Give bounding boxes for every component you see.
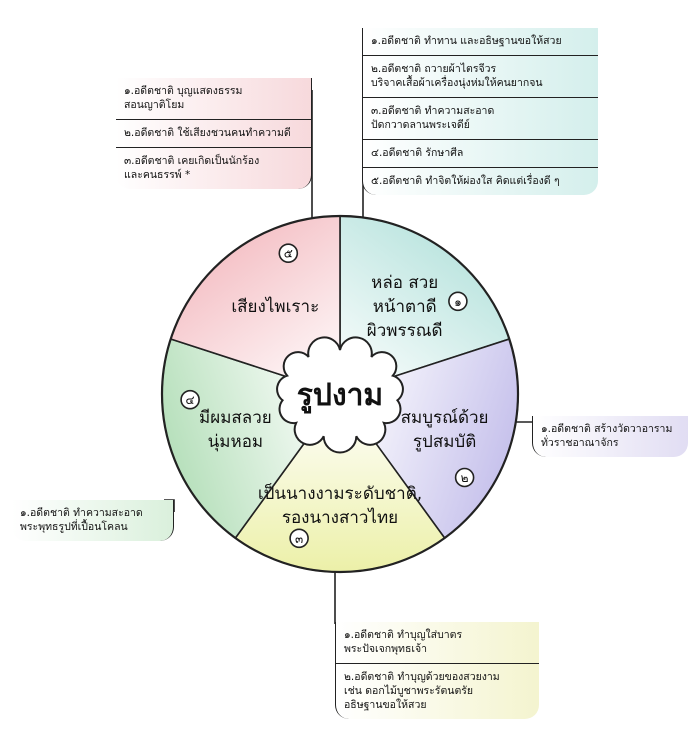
segment-number: ๑ — [454, 295, 462, 309]
center-label: รูปงาม — [297, 378, 383, 414]
segment-number: ๔ — [186, 393, 195, 407]
segment-number: ๕ — [284, 247, 293, 261]
merit-box-4: ๑.อดีตชาติ ทำความสะอาด พระพุทธรูปที่เปื้… — [12, 500, 174, 541]
segment-number: ๒ — [461, 471, 469, 485]
merit-box-2: ๑.อดีตชาติ สร้างวัดวาอาราม ทั่วราชอาณาจั… — [532, 416, 688, 457]
merit-item: ๓.อดีตชาติ ทำความสะอาด ปัดกวาดลานพระเจดี… — [363, 98, 598, 140]
segment-number-badge — [180, 389, 200, 410]
merit-item: ๑.อดีตชาติ ทำบุญใส่บาตร พระปัจเจกพุทธเจ้… — [336, 622, 539, 664]
segment-number-badge — [448, 291, 468, 312]
segment-label: หล่อ สวย — [371, 273, 438, 293]
segment-number: ๓ — [295, 532, 303, 546]
segment-label: รองนางสาวไทย — [282, 507, 398, 528]
merit-item: ๑.อดีตชาติ ทำทาน และอธิษฐานขอให้สวย — [363, 28, 598, 56]
segment-label: มีผมสลวย — [199, 408, 272, 428]
merit-item: ๑.อดีตชาติ บุญแสดงธรรม สอนญาติโยม — [116, 78, 311, 120]
segment-label: เสียงไพเราะ — [231, 296, 319, 317]
center-cloud: รูปงาม — [276, 336, 404, 454]
merit-item: ๕.อดีตชาติ ทำจิตให้ผ่องใส คิดแต่เรื่องดี… — [371, 175, 560, 187]
merit-item: ๑.อดีตชาติ ทำความสะอาด พระพุทธรูปที่เปื้… — [20, 507, 143, 533]
cloud-shape — [276, 336, 404, 454]
wheel-rim — [160, 214, 520, 574]
segment-label: นุ่มหอม — [208, 432, 263, 452]
segment-label: รูปสมบัติ — [413, 432, 476, 452]
merit-item: ๔.อดีตชาติ รักษาศีล — [363, 140, 598, 168]
merit-box-3: ๑.อดีตชาติ ทำบุญใส่บาตร พระปัจเจกพุทธเจ้… — [335, 622, 539, 719]
segment-label: สมบูรณ์ด้วย — [401, 408, 489, 428]
merit-item: ๑.อดีตชาติ สร้างวัดวาอาราม ทั่วราชอาณาจั… — [541, 423, 673, 449]
segment-number-badge — [289, 528, 309, 549]
segment-number-badge — [454, 467, 475, 488]
merit-item: ๓.อดีตชาติ เคยเกิดเป็นนักร้อง และคนธรรพ์… — [124, 155, 260, 181]
segment-label: หน้าตาดี — [373, 297, 437, 317]
segment-label: ผิวพรรณดี — [367, 321, 443, 341]
merit-item: ๒.อดีตชาติ ถวายผ้าไตรจีวร บริจาคเสื้อผ้า… — [363, 56, 598, 98]
merit-box-1: ๑.อดีตชาติ ทำทาน และอธิษฐานขอให้สวย๒.อดี… — [362, 28, 598, 195]
merit-item: ๒.อดีตชาติ ทำบุญด้วยของสวยงาม เช่น ดอกไม… — [344, 671, 500, 711]
merit-box-5: ๑.อดีตชาติ บุญแสดงธรรม สอนญาติโยม๒.อดีตช… — [116, 78, 312, 189]
merit-item: ๒.อดีตชาติ ใช้เสียงชวนคนทำความดี — [116, 120, 311, 148]
segment-number-badge — [278, 243, 299, 263]
segment-label: เป็นนางงามระดับชาติ, — [258, 482, 422, 504]
